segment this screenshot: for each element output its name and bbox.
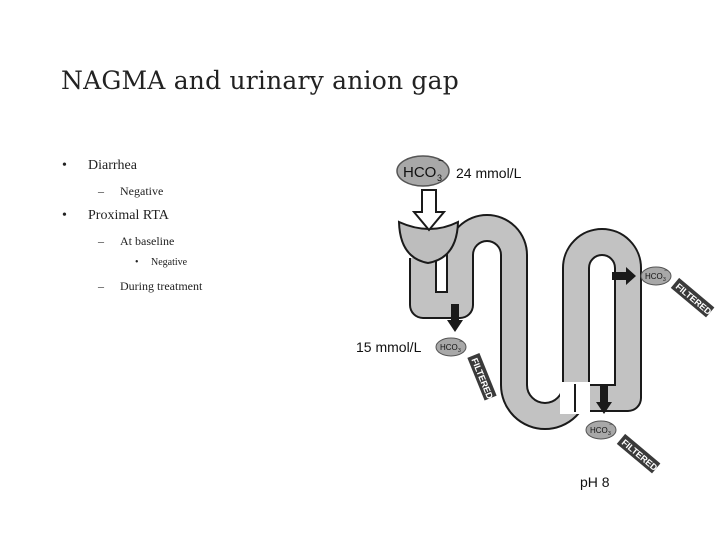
hco3-sub: 3 <box>608 431 611 437</box>
hco3-sup: − <box>609 422 613 428</box>
hco3-sup: − <box>664 268 668 274</box>
bullet-mark: – <box>98 184 104 198</box>
bullet-text: Diarrhea <box>88 158 137 173</box>
hco3-sub: 3 <box>458 348 461 354</box>
hco3-mid-value: 15 mmol/L <box>356 339 422 355</box>
hco3-label: HCO <box>645 272 663 281</box>
filtration-arrow <box>411 189 447 232</box>
slide-title: NAGMA and urinary anion gap <box>61 66 459 95</box>
bullet-mark: • <box>62 158 67 173</box>
bullet-mark: – <box>98 279 104 293</box>
bullet-mark: • <box>135 257 139 268</box>
bullet-text: Proximal RTA <box>88 208 169 223</box>
bullet-text: During treatment <box>120 279 203 293</box>
bullet-text: At baseline <box>120 234 175 248</box>
filtered-tag: FILTERED! <box>674 281 716 318</box>
bullet-during-treatment: – During treatment <box>98 279 203 294</box>
bullet-diarrhea: • Diarrhea <box>62 158 137 174</box>
down-arrow-icon <box>596 386 612 414</box>
bullet-proximal-rta: • Proximal RTA <box>62 208 169 224</box>
bullet-baseline-negative: • Negative <box>135 257 188 268</box>
hco3-sup: − <box>438 156 444 167</box>
hco3-top-value: 24 mmol/L <box>456 165 522 181</box>
hco3-label: HCO <box>403 164 436 181</box>
hco3-mid: 15 mmol/L HCO 3 − FILTERED! <box>356 337 497 403</box>
hco3-label: HCO <box>440 343 458 352</box>
bullet-text: Negative <box>120 184 164 198</box>
hco3-sub: 3 <box>663 277 666 283</box>
down-arrow-icon <box>447 304 463 332</box>
hco3-sup: − <box>459 339 463 345</box>
hco3-bottom: HCO 3 − FILTERED! pH 8 <box>580 420 662 490</box>
hco3-right: HCO 3 − FILTERED! <box>640 266 716 319</box>
bullet-mark: • <box>62 208 67 223</box>
filtered-tag: FILTERED! <box>620 437 662 474</box>
bullet-at-baseline: – At baseline <box>98 234 175 249</box>
hco3-sub: 3 <box>437 173 442 183</box>
hco3-label: HCO <box>590 426 608 435</box>
ph-value: pH 8 <box>580 474 610 490</box>
hco3-top: HCO 3 − 24 mmol/L <box>396 155 522 187</box>
bullet-diarrhea-negative: – Negative <box>98 184 164 199</box>
right-arrow-icon <box>612 267 636 285</box>
bullet-list: • Diarrhea – Negative • Proximal RTA – A… <box>0 0 330 320</box>
bullet-mark: – <box>98 234 104 248</box>
bullet-text: Negative <box>151 257 188 268</box>
